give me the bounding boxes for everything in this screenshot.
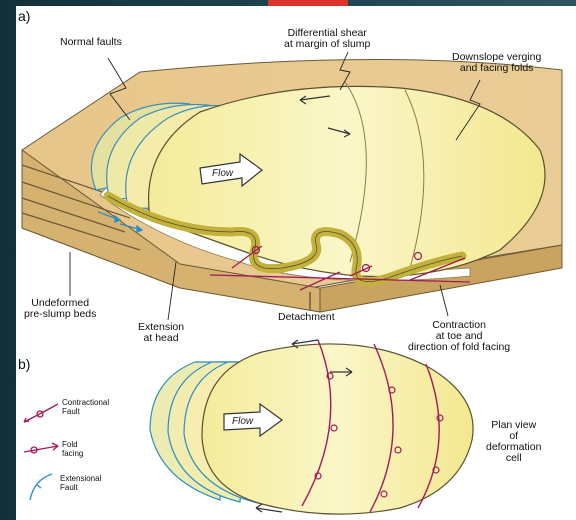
panel-a-label: a) (18, 8, 30, 24)
contraction-at-toe-label: Contraction at toe and direction of fold… (408, 320, 510, 353)
normal-faults-label: Normal faults (60, 37, 122, 48)
differential-shear-label: Differential shear at margin of slump (284, 28, 370, 50)
legend-fold-facing-symbol (24, 443, 58, 453)
legend-contractional-fault-label: Contractional Fault (62, 398, 109, 416)
legend-contractional-fault-symbol (24, 404, 58, 422)
plan-view-label: Plan view of deformation cell (486, 420, 541, 464)
legend (24, 404, 58, 500)
block-diagram-a: Flow (22, 52, 562, 320)
downslope-folds-label: Downslope verging and facing folds (452, 52, 541, 74)
legend-extensional-fault-label: Extensional Fault (60, 474, 101, 492)
plan-view-b: Flow (150, 340, 473, 514)
flow-label-a: Flow (212, 168, 234, 179)
extension-at-head-label: Extension at head (138, 322, 184, 344)
detachment-label: Detachment (278, 312, 335, 323)
undeformed-beds-label: Undeformed pre-slump beds (24, 298, 96, 320)
panel-b-label: b) (18, 356, 30, 372)
flow-label-b: Flow (232, 416, 254, 427)
legend-fold-facing-label: Fold facing (62, 440, 83, 458)
legend-extensional-fault-symbol (30, 474, 52, 500)
